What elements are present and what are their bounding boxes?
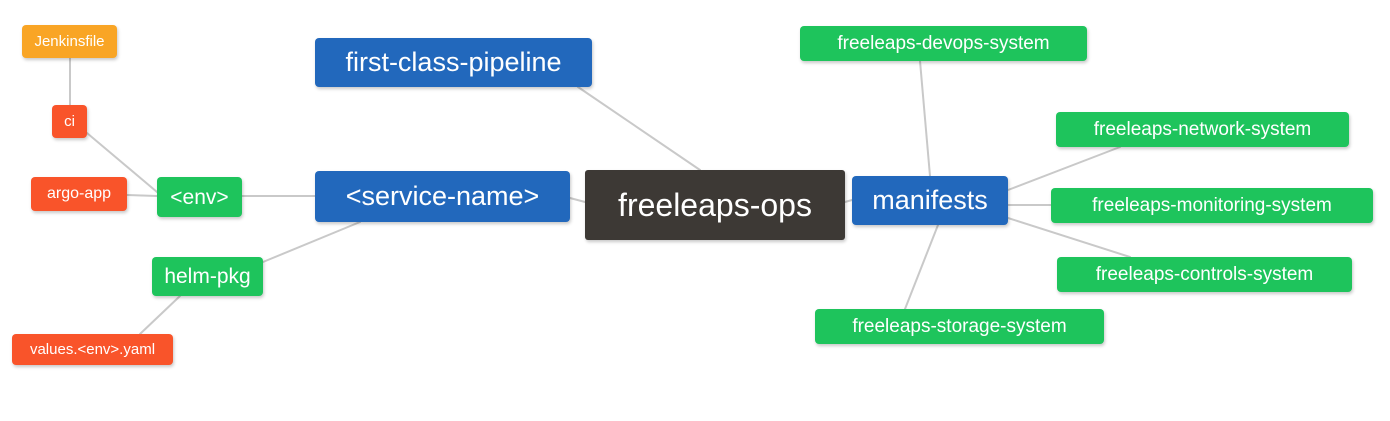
node-manifests[interactable]: manifests <box>852 176 1008 225</box>
node-service-name[interactable]: <service-name> <box>315 171 570 222</box>
edge-first-class-pipeline-to-freeleaps-ops <box>577 86 701 171</box>
node-network-system[interactable]: freeleaps-network-system <box>1056 112 1349 147</box>
node-devops-system[interactable]: freeleaps-devops-system <box>800 26 1087 61</box>
node-label: freeleaps-devops-system <box>837 33 1050 54</box>
node-controls-system[interactable]: freeleaps-controls-system <box>1057 257 1352 292</box>
node-first-class-pipeline[interactable]: first-class-pipeline <box>315 38 592 87</box>
edge-argo-app-to-env <box>126 194 158 197</box>
edge-manifests-to-controls-system <box>1007 217 1131 258</box>
node-label: ci <box>64 113 75 130</box>
node-ci[interactable]: ci <box>52 105 87 138</box>
node-helm-pkg[interactable]: helm-pkg <box>152 257 263 296</box>
node-monitoring-system[interactable]: freeleaps-monitoring-system <box>1051 188 1373 223</box>
node-label: <env> <box>170 185 229 209</box>
edge-service-name-to-freeleaps-ops <box>569 197 586 203</box>
node-label: manifests <box>872 185 988 215</box>
edge-freeleaps-ops-to-manifests <box>844 199 853 203</box>
edge-manifests-to-storage-system <box>904 224 939 310</box>
node-label: helm-pkg <box>164 265 251 288</box>
edge-manifests-to-network-system <box>1007 146 1121 191</box>
node-label: freeleaps-network-system <box>1093 119 1312 140</box>
node-values-yaml[interactable]: values.<env>.yaml <box>12 334 173 365</box>
edge-helm-pkg-to-service-name <box>262 221 361 263</box>
edge-manifests-to-devops-system <box>919 60 931 177</box>
node-argo-app[interactable]: argo-app <box>31 177 127 211</box>
node-label: freeleaps-ops <box>618 187 812 223</box>
node-label: <service-name> <box>345 181 540 211</box>
node-label: freeleaps-controls-system <box>1095 264 1314 285</box>
node-label: Jenkinsfile <box>34 33 105 50</box>
node-label: freeleaps-monitoring-system <box>1092 195 1332 216</box>
node-label: values.<env>.yaml <box>29 341 156 358</box>
edge-values-yaml-to-helm-pkg <box>139 295 181 335</box>
node-jenkinsfile[interactable]: Jenkinsfile <box>22 25 117 58</box>
node-env[interactable]: <env> <box>157 177 242 217</box>
node-storage-system[interactable]: freeleaps-storage-system <box>815 309 1104 344</box>
node-freeleaps-ops[interactable]: freeleaps-ops <box>585 170 845 240</box>
node-label: first-class-pipeline <box>345 47 562 77</box>
node-label: argo-app <box>46 185 112 202</box>
node-label: freeleaps-storage-system <box>852 316 1067 337</box>
